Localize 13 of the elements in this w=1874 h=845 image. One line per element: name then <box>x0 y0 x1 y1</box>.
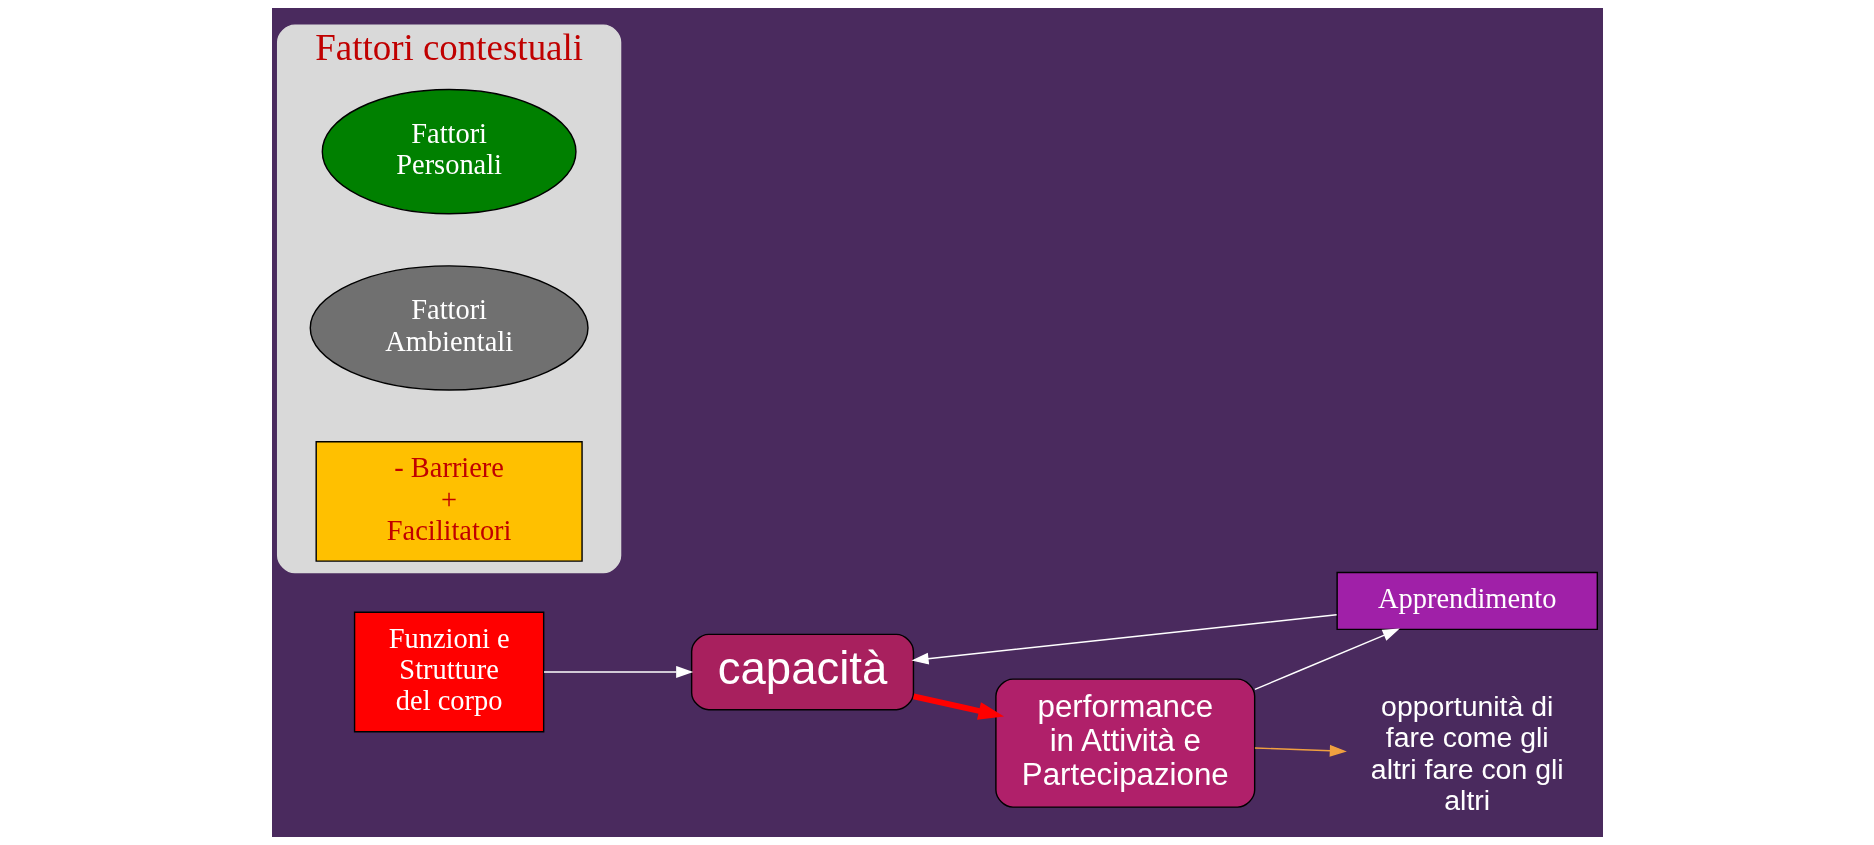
node-box: - Barriere + Facilitatori <box>315 441 583 562</box>
node-ellipse: Fattori Ambientali <box>309 265 589 391</box>
arrow <box>542 666 693 678</box>
node-box: Funzioni e Strutture del corpo <box>353 611 544 733</box>
node-box: Apprendimento <box>1335 571 1598 631</box>
arrow <box>912 693 1004 720</box>
arrow <box>911 614 1337 665</box>
node-box: capacità <box>690 633 914 711</box>
node-text: opportunità di fare come gli altri fare con gli altri <box>1370 690 1564 816</box>
arrow <box>1253 628 1400 691</box>
node-ellipse: Fattori Personali <box>321 88 577 215</box>
node-box: performance in Attività e Partecipazione <box>994 678 1255 808</box>
arrow <box>1253 744 1347 757</box>
